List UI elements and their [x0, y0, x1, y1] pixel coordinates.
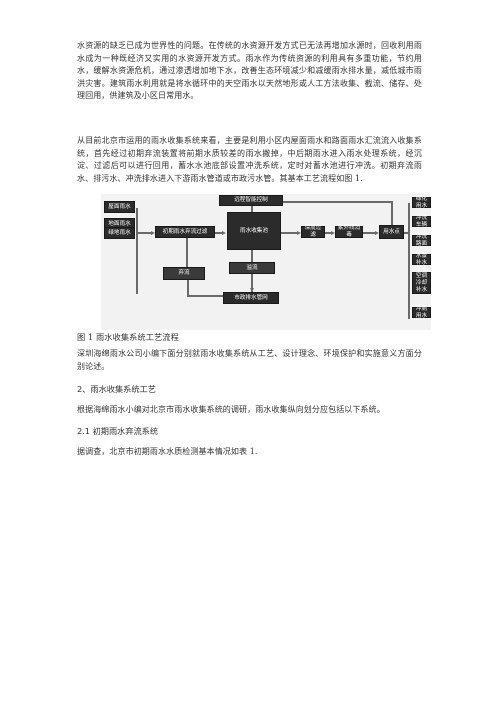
overflow-to-municipal-wire — [251, 274, 253, 292]
node-overflow: 溢流 — [229, 262, 275, 274]
figure-caption: 图 1 雨水收集系统工艺流程 — [77, 332, 179, 342]
arrow-icon — [249, 288, 254, 292]
uses-bus-wire — [408, 203, 410, 319]
filter-to-uv-wire — [325, 232, 331, 234]
arrow-icon — [297, 230, 301, 235]
point-to-uses-wire — [404, 232, 409, 234]
process-flow-diagram: 屋面雨水 地面雨水 绿地雨水 初期雨水弃流过滤 远程智能控制 雨水收集池 深度过… — [101, 194, 431, 330]
section-heading: 2、雨水收集系统工艺 — [77, 384, 156, 394]
control-bus-wire — [251, 201, 391, 203]
node-first-flush: 初期雨水弃流过滤 — [155, 226, 215, 238]
arrow-icon — [375, 230, 379, 235]
node-smart-control: 远程智能控制 — [219, 195, 283, 206]
source-to-flush-wire — [136, 232, 151, 234]
node-discard: 弃流 — [163, 267, 205, 280]
arrow-icon — [222, 230, 226, 235]
use-landscape: 水景补水 — [412, 253, 431, 266]
overview-paragraph: 深圳海绵雨水公司小编下面分别就雨水收集系统从工艺、设计理念、环境保护和实施意义方… — [77, 349, 422, 371]
system-paragraph: 从目前北京市运用的雨水收集系统来看，主要是利用小区内屋面雨水和路面雨水汇流流入收… — [77, 136, 422, 183]
node-collection-pool: 雨水收集池 — [227, 212, 281, 250]
intro-paragraph: 水资源的缺乏已成为世界性的问题。在传统的水资源开发方式已无法再增加水源时，回收利… — [77, 41, 422, 101]
discard-to-municipal-wire-h — [187, 295, 223, 297]
flush-to-discard-wire — [186, 237, 188, 267]
arrow-icon — [151, 230, 155, 235]
use-car-wash: 冲洗车辆 — [412, 215, 431, 228]
use-greening: 绿化用水 — [412, 196, 431, 209]
survey-paragraph: 根据海绵雨水小编对北京市雨水收集系统的调研，雨水收集纵向划分应包括以下系统。 — [77, 405, 385, 414]
node-deep-filter: 深度过滤 — [301, 225, 325, 238]
discard-to-municipal-wire — [187, 280, 189, 295]
uv-to-point-wire — [363, 232, 375, 234]
source-bus-wire — [136, 208, 138, 294]
control-to-point-wire — [391, 201, 393, 225]
pool-to-overflow-wire — [251, 249, 253, 262]
node-uv-disinfect: 紫外线消毒 — [335, 225, 363, 238]
source-roof-rain: 屋面雨水 — [104, 201, 135, 213]
pool-to-filter-wire — [281, 232, 297, 234]
source-green-rain: 绿地雨水 — [104, 227, 135, 239]
control-to-pool-wire — [251, 204, 253, 212]
use-ac-cooling: 空调冷却补水 — [412, 272, 431, 294]
water-quality-paragraph: 据调查，北京市初期雨水水质检测基本情况如表 1. — [77, 447, 258, 456]
arrow-icon — [331, 230, 335, 235]
node-municipal-network: 市政排水管网 — [223, 292, 279, 304]
use-road-wash: 冲洗路面 — [412, 234, 431, 247]
node-water-point: 用水点 — [379, 225, 404, 239]
subsection-heading: 2.1 初期雨水弃流系统 — [77, 426, 159, 436]
use-toilet: 冲厕用水 — [412, 306, 431, 319]
